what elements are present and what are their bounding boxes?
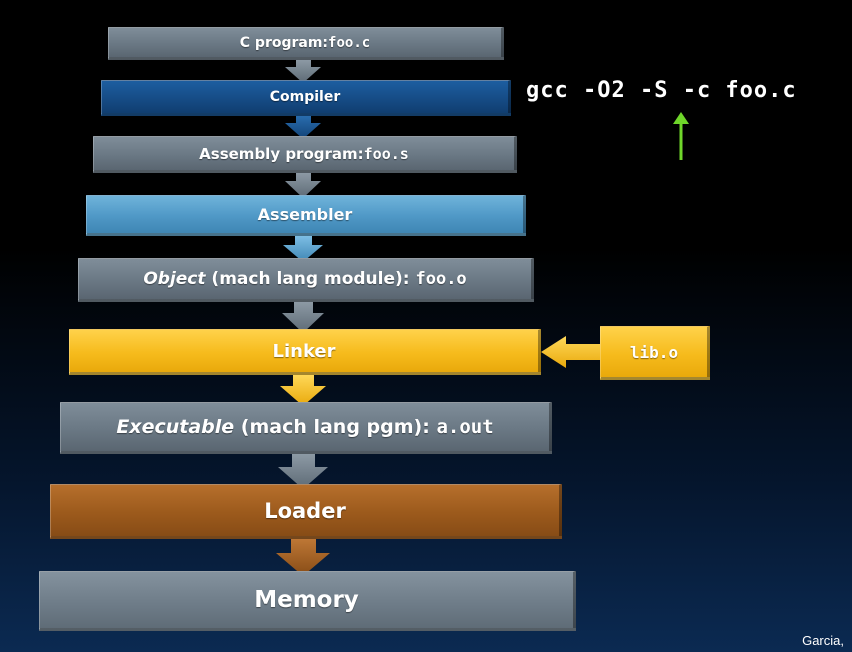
assembly-program-label: Assembly program: <box>199 144 364 163</box>
arrow-compiler-to-asmprog <box>285 115 321 139</box>
arrow-linker-to-executable <box>280 374 326 406</box>
executable-file: a.out <box>436 416 494 438</box>
assembly-program-stage: Assembly program: foo.s <box>93 136 517 173</box>
arrow-executable-to-loader <box>278 453 328 489</box>
c-program-file: foo.c <box>328 34 371 51</box>
object-stage: Object (mach lang module): foo.o <box>78 258 534 302</box>
object-label: (mach lang module): <box>205 269 416 289</box>
linker-label: Linker <box>272 340 336 362</box>
compiler-label: Compiler <box>269 89 341 105</box>
loader-label: Loader <box>264 498 346 523</box>
memory-stage: Memory <box>39 571 576 631</box>
gcc-command: gcc -O2 -S -c foo.c <box>526 78 797 103</box>
linker-stage: Linker <box>69 329 541 375</box>
arrow-loader-to-memory <box>276 538 330 576</box>
assembly-program-file: foo.s <box>363 144 409 163</box>
library-object: lib.o <box>600 326 710 380</box>
c-program-stage: C program: foo.c <box>108 27 504 60</box>
library-file: lib.o <box>629 342 679 362</box>
arrow-cprog-to-compiler <box>285 59 321 83</box>
executable-stage: Executable (mach lang pgm): a.out <box>60 402 552 454</box>
compiler-stage: Compiler <box>101 80 511 116</box>
memory-label: Memory <box>254 587 359 613</box>
executable-label: (mach lang pgm): <box>234 416 437 438</box>
arrow-assembler-to-object <box>283 235 323 262</box>
loader-stage: Loader <box>50 484 562 539</box>
object-label-italic: Object <box>143 269 206 289</box>
object-file: foo.o <box>415 269 467 289</box>
arrow-object-to-linker <box>282 301 324 333</box>
highlight-up-arrow <box>673 112 689 160</box>
assembler-stage: Assembler <box>86 195 526 236</box>
arrow-lib-to-linker <box>541 336 601 368</box>
assembler-label: Assembler <box>257 205 353 224</box>
arrow-asmprog-to-assembler <box>285 172 321 198</box>
executable-label-italic: Executable <box>116 416 235 438</box>
c-program-label: C program: <box>239 34 329 51</box>
credit-text: Garcia, <box>802 633 844 648</box>
